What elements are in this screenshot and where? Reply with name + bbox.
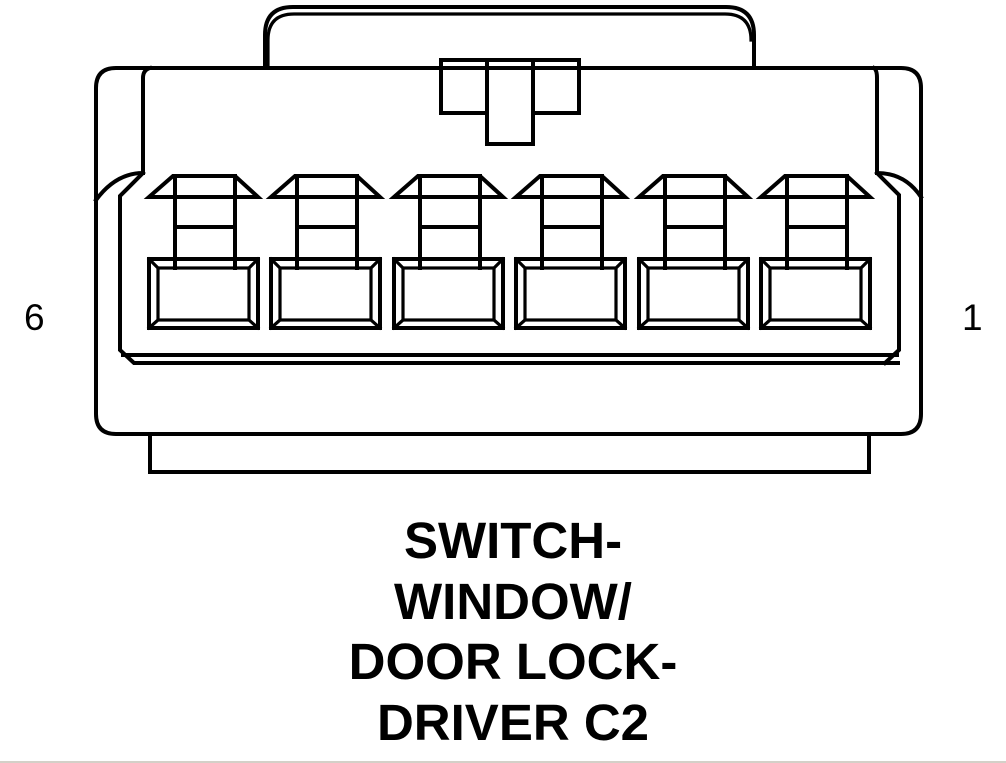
cavity-pin-2 bbox=[633, 174, 754, 331]
title-line-3: DOOR LOCK- bbox=[348, 633, 678, 690]
pin-label-right: 1 bbox=[962, 297, 983, 338]
title-line-1: SWITCH- bbox=[403, 512, 623, 569]
title-line-2: WINDOW/ bbox=[394, 572, 632, 630]
cavity-pin-3 bbox=[510, 174, 631, 331]
connector-housing-outer bbox=[94, 66, 923, 436]
cavity-pin-6 bbox=[143, 174, 264, 331]
pin-label-left: 6 bbox=[24, 297, 45, 338]
top-locking-tab bbox=[263, 5, 756, 70]
connector-title: SWITCH- WINDOW/ DOOR LOCK- DRIVER C2 bbox=[0, 511, 1006, 753]
terminal-cavities bbox=[143, 174, 876, 331]
connector-base bbox=[148, 432, 871, 474]
cavity-pin-1 bbox=[755, 174, 876, 331]
cavity-pin-5 bbox=[265, 174, 386, 331]
cavity-pin-4 bbox=[388, 174, 509, 331]
right-side-rail bbox=[121, 65, 924, 366]
left-side-rail bbox=[93, 65, 900, 365]
bottom-divider bbox=[0, 761, 1006, 763]
center-latch bbox=[439, 58, 581, 146]
title-line-4: DRIVER C2 bbox=[376, 693, 650, 751]
